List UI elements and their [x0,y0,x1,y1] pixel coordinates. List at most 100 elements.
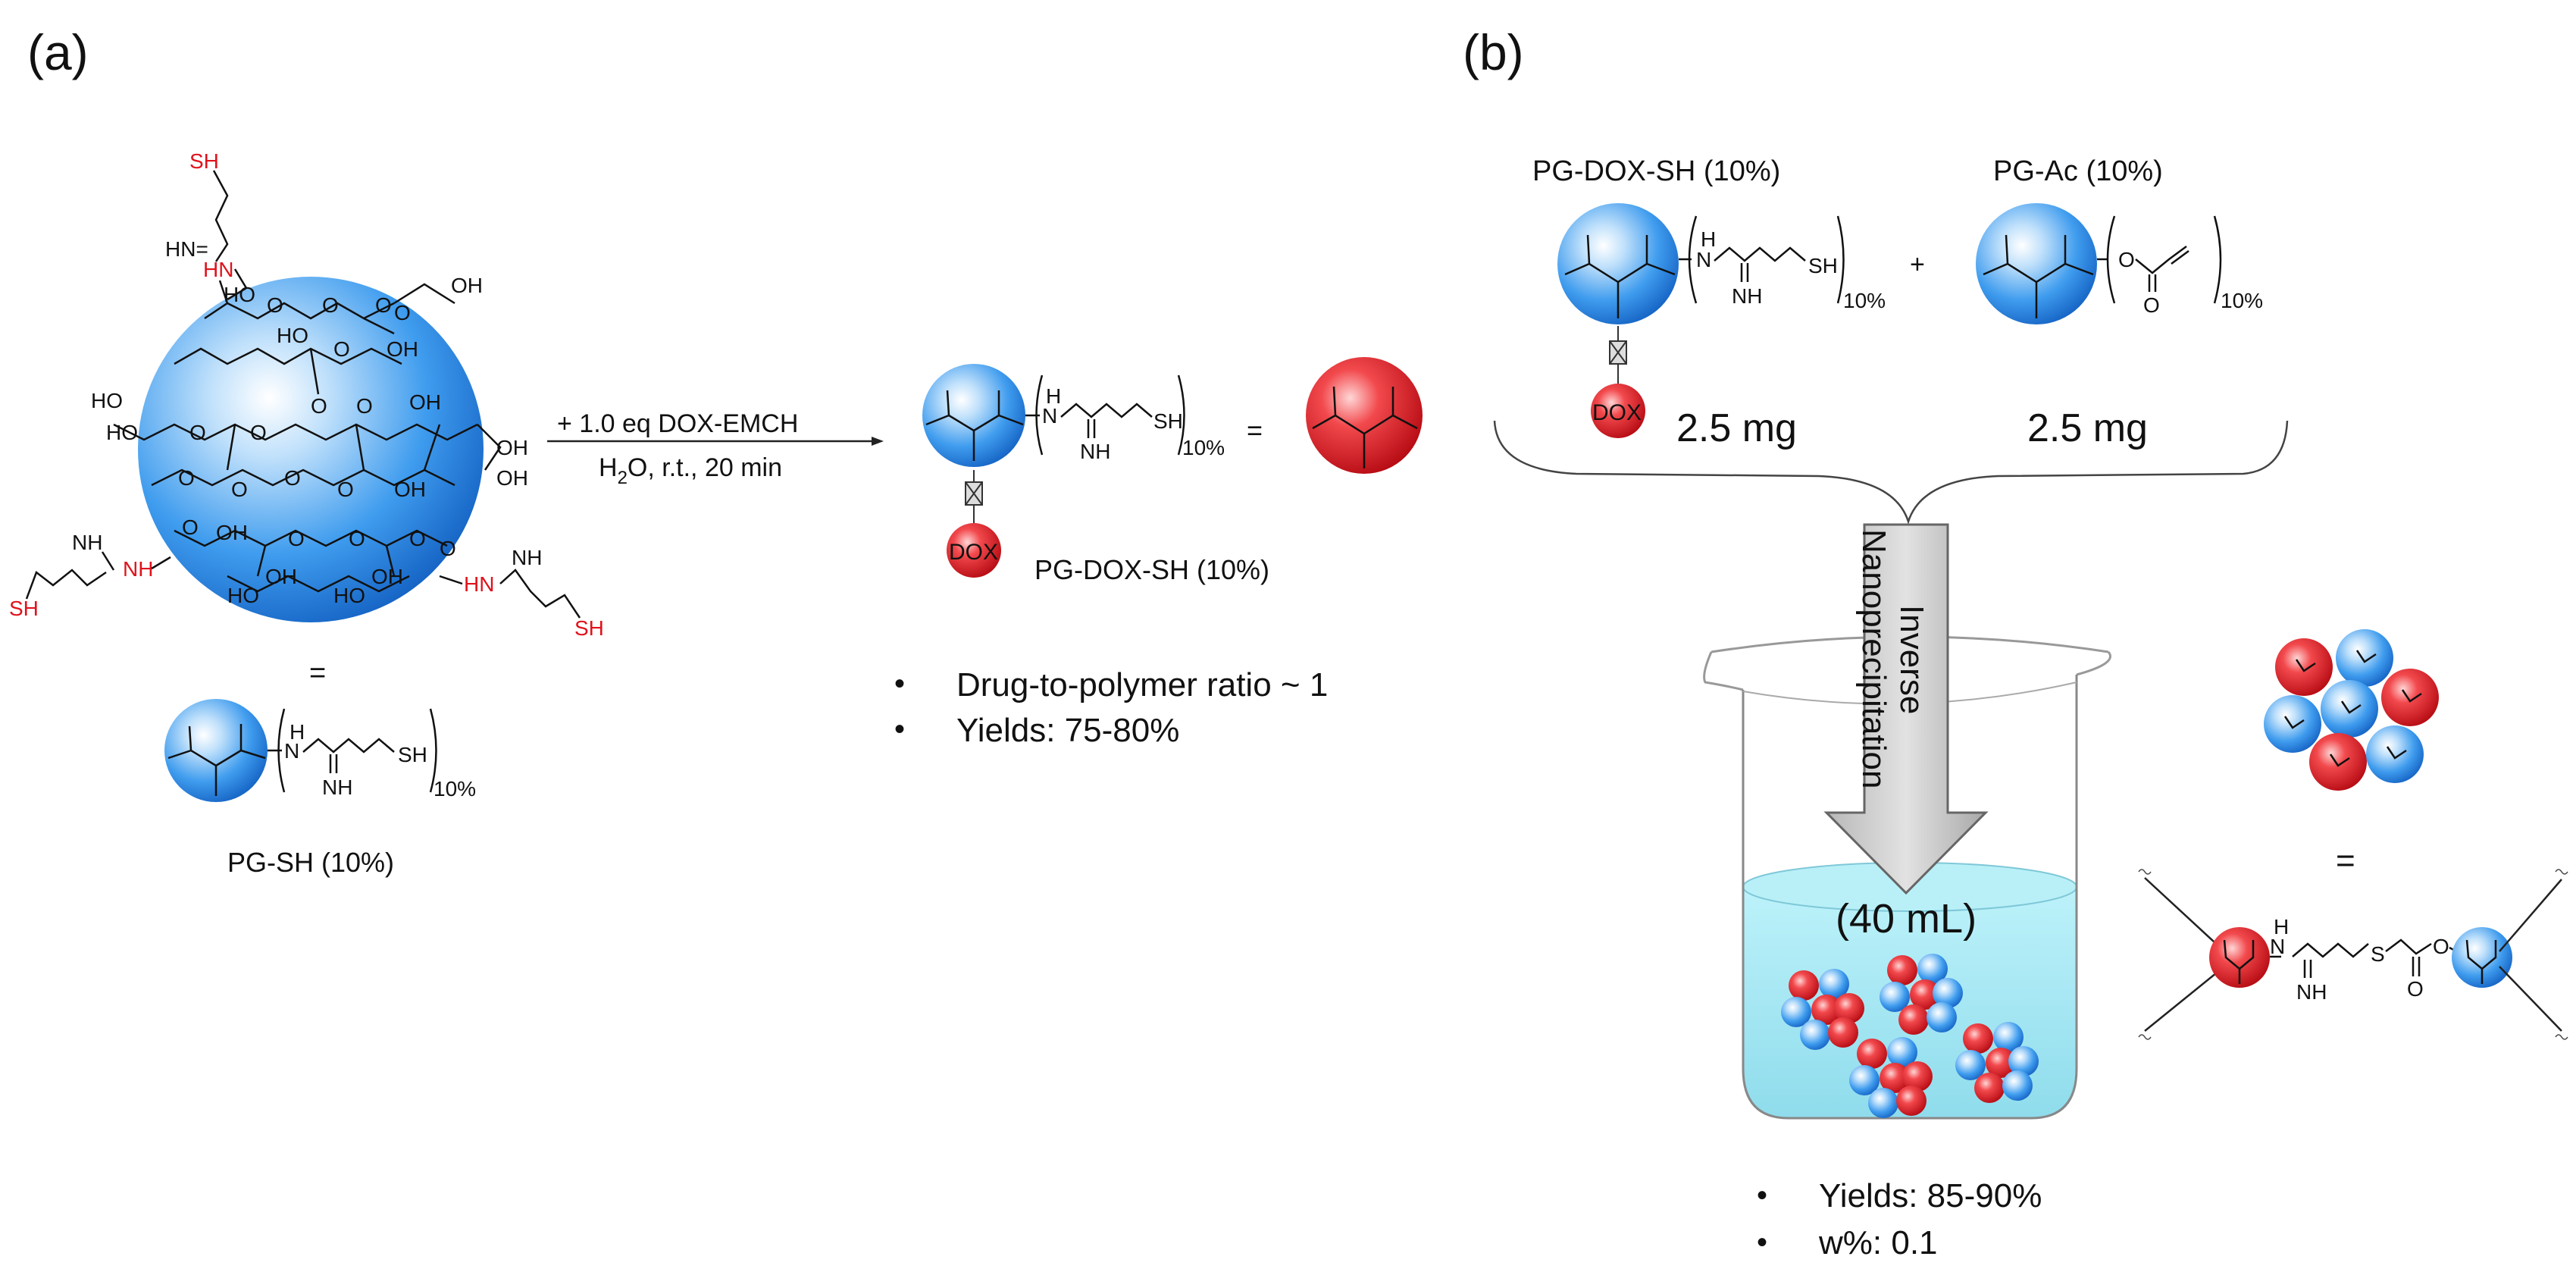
svg-text:•: • [1757,1179,1767,1212]
svg-text:S: S [2371,942,2385,966]
equals-sign-b: = [2336,842,2355,879]
svg-text:SH: SH [1808,254,1838,277]
polyglycerol-skeleton [113,280,502,593]
pg-dox-sh-product-linker: H N NH SH 10% [1025,374,1225,463]
arrow-label-nanoprecipitation: Nanoprecipitation [1855,529,1892,788]
svg-text:NH: NH [123,557,153,581]
svg-text:NH: NH [72,531,102,554]
svg-text:NH: NH [322,776,352,799]
svg-text:OH: OH [265,565,297,588]
svg-text:O: O [394,301,411,324]
pg-sh-linker: H N NH SH 10% [268,708,476,801]
svg-text:OH: OH [387,337,418,361]
equals-sign-a: = [309,657,326,689]
pg-dox-sh-product-sphere [922,364,1025,467]
svg-text:HO: HO [224,283,255,306]
svg-text:O: O [2118,248,2135,271]
nanogel-clusters-in-beaker [1781,954,2039,1118]
svg-text:NH: NH [2296,980,2327,1004]
panel-a-bullets: • Drug-to-polymer ratio ~ 1 • Yields: 75… [894,666,1328,749]
pg-dox-sh-sphere-b [1557,203,1679,324]
svg-text:O: O [322,293,339,317]
reaction-arrow [547,437,884,446]
svg-text:O: O [189,421,206,444]
thiol-arm-right: HN NH SH [439,546,604,640]
panel-a-label: (a) [27,24,89,80]
pg-dox-sh-label-b: PG-DOX-SH (10%) [1532,155,1780,187]
svg-text:DOX: DOX [949,540,998,565]
svg-text:OH: OH [496,466,528,490]
panel-b-bullets: • Yields: 85-90% • w%: 0.1 [1757,1177,2042,1261]
pg-dox-sh-linker-b: H N NH SH 10% [1679,215,1886,312]
pg-dox-sh-dox-b: DOX [1591,326,1645,438]
svg-text:N: N [284,739,299,763]
nanoprecipitation-arrow [1823,523,1989,895]
svg-text:HN: HN [203,258,233,281]
svg-text:O: O [288,527,305,550]
svg-text:SH: SH [189,149,219,173]
svg-text:OH: OH [496,436,528,459]
svg-text:O: O [2433,935,2449,958]
svg-text:SH: SH [1153,409,1183,433]
svg-text:O: O [250,421,267,444]
svg-text:HO: HO [106,421,138,444]
svg-text:SH: SH [9,597,39,620]
svg-text:OH: OH [409,390,441,414]
svg-text:NH: NH [1732,284,1762,308]
svg-text:OH: OH [451,274,483,297]
svg-text:O: O [231,478,248,501]
mass-left: 2.5 mg [1676,406,1797,450]
svg-text:NH: NH [1080,440,1110,463]
bullet-drug-ratio: Drug-to-polymer ratio ~ 1 [956,666,1328,703]
svg-text:SH: SH [398,743,427,766]
svg-text:O: O [2407,977,2424,1001]
svg-text:10%: 10% [1843,289,1886,312]
pg-sh-label: PG-SH (10%) [227,847,394,878]
panel-b-label: (b) [1463,24,1524,80]
thiol-arm-top: SH HN= HN [165,149,248,301]
svg-text:SH: SH [574,616,604,640]
svg-text:O: O [182,515,199,539]
svg-text:O: O [349,527,365,550]
pg-sh-small-sphere [164,699,268,802]
pg-ac-label: PG-Ac (10%) [1993,155,2163,187]
volume-label: (40 mL) [1836,896,1977,942]
svg-text:O: O [333,337,350,361]
svg-text:N: N [1696,248,1711,271]
svg-text:H: H [290,720,305,744]
bullet-yields-b: Yields: 85-90% [1819,1177,2042,1214]
svg-text:O: O [409,527,426,550]
svg-text:OH: OH [394,478,426,501]
thiol-arm-left: NH NH SH [9,531,171,620]
svg-text:•: • [894,667,905,700]
svg-text:H: H [2274,915,2289,938]
svg-text:HO: HO [227,584,259,607]
svg-text:10%: 10% [1182,436,1225,459]
svg-text:HO: HO [91,389,123,412]
svg-text:O: O [356,394,373,418]
red-sphere-symbol [1306,357,1423,474]
svg-text:•: • [1757,1226,1767,1259]
svg-text:•: • [894,713,905,746]
nanogel-cluster-large [2264,629,2439,791]
svg-text:O: O [337,478,354,501]
svg-text:O: O [375,293,392,317]
svg-text:HO: HO [333,584,365,607]
svg-text:O: O [178,466,195,490]
svg-text:10%: 10% [2221,289,2263,312]
svg-text:N: N [2270,935,2285,958]
svg-text:H: H [1701,227,1716,251]
svg-text:O: O [440,537,456,560]
equals-sign-product: = [1247,415,1263,446]
svg-text:HN: HN [464,572,494,596]
svg-text:HN=: HN= [165,237,208,261]
combining-brace [1493,420,2289,525]
svg-text:OH: OH [216,521,248,544]
mass-right: 2.5 mg [2027,406,2148,450]
svg-text:10%: 10% [434,777,476,801]
svg-text:O: O [284,466,301,490]
plus-sign: + [1910,250,1925,279]
svg-text:O: O [267,293,283,317]
svg-text:O: O [2143,293,2160,317]
